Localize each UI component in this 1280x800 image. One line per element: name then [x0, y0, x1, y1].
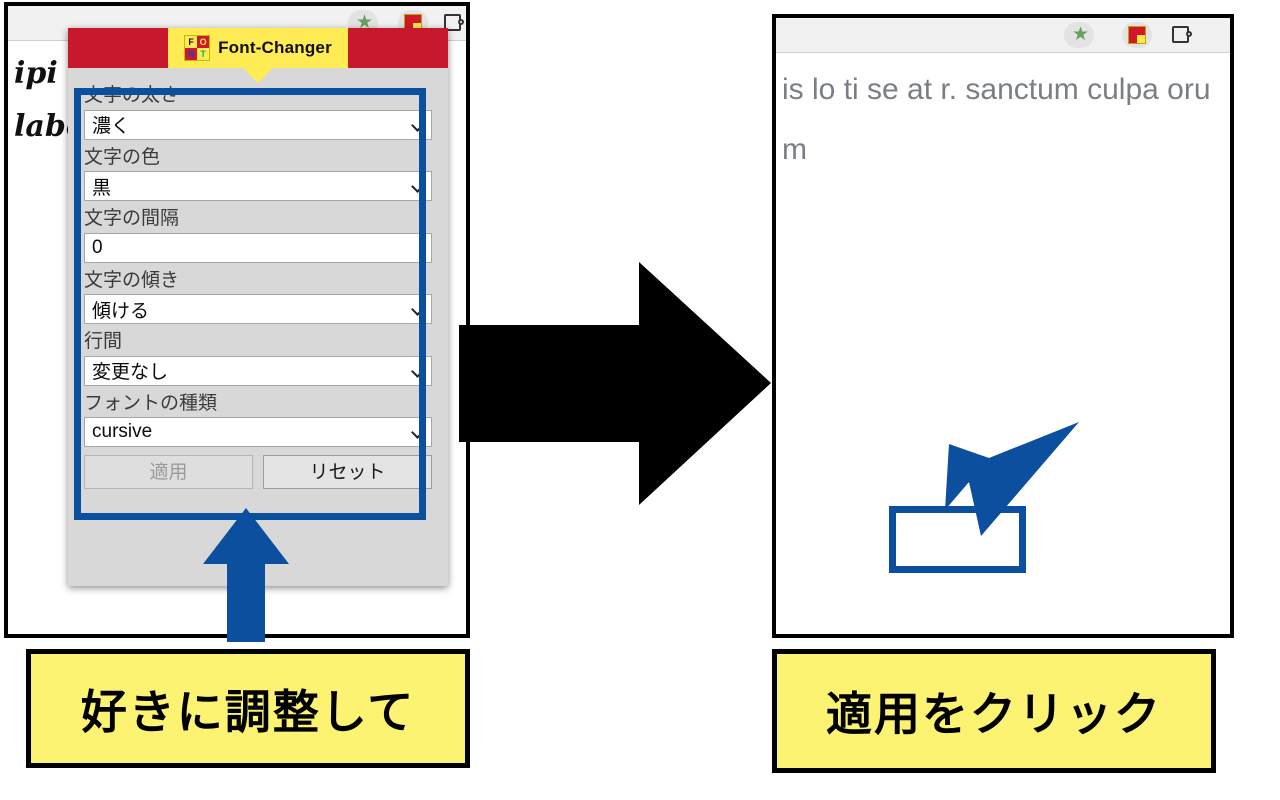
font-changer-extension-icon[interactable]	[404, 14, 422, 32]
font-changer-popup-left: F O N T Font-Changer 文字の太さ 濃く 文字の色 黒 文字の…	[68, 28, 448, 586]
highlight-box-apply-button	[889, 506, 1026, 573]
field-label-line-height: 行間	[84, 331, 123, 353]
annotation-arrow-down-left	[945, 422, 1079, 536]
select-font-slant[interactable]: 傾ける	[84, 294, 432, 325]
field-font-family: フォントの種類 cursive	[84, 390, 432, 448]
extensions-puzzle-icon-right[interactable]	[1172, 26, 1192, 43]
annotation-arrow-up	[203, 508, 289, 642]
field-letter-spacing: 文字の間隔 0	[84, 205, 432, 263]
input-letter-spacing[interactable]: 0	[84, 232, 432, 263]
field-font-color: 文字の色 黒	[84, 144, 432, 202]
step-apply-screenshot: ★ is lo ti se at r. sanctum culpa orum F…	[772, 14, 1234, 638]
highlight-box-settings-area	[74, 88, 426, 520]
step-adjust-screenshot: ★ ipi e e rer o o lup iat ler t laborum.…	[4, 2, 470, 638]
logo-cell-t: T	[197, 48, 210, 60]
field-font-weight: 文字の太さ 濃く	[84, 82, 432, 140]
bookmark-button-right[interactable]	[1064, 22, 1094, 48]
field-font-slant: 文字の傾き 傾ける	[84, 267, 432, 325]
font-changer-logo-icon: F O N T	[184, 35, 211, 61]
font-changer-extension-icon-right[interactable]	[1128, 26, 1146, 44]
caption-step-adjust: 好きに調整して	[26, 649, 470, 768]
field-label-font-family: フォントの種類	[84, 392, 218, 414]
field-label-font-slant: 文字の傾き	[84, 269, 180, 291]
field-label-letter-spacing: 文字の間隔	[84, 208, 180, 230]
popup-title: Font-Changer	[218, 38, 332, 57]
select-font-weight[interactable]: 濃く	[84, 109, 432, 140]
transition-arrow-right	[459, 262, 771, 505]
popup-button-row-left: 適用 リセット	[84, 455, 432, 490]
popup-header-left: F O N T Font-Changer	[68, 28, 448, 68]
select-line-height[interactable]: 変更なし	[84, 355, 432, 386]
logo-cell-f: F	[185, 36, 198, 48]
popup-title-tab: F O N T Font-Changer	[168, 28, 348, 68]
field-label-font-color: 文字の色	[84, 146, 161, 168]
caption-text-left: 好きに調整して	[80, 684, 416, 739]
logo-cell-o: O	[197, 36, 210, 48]
field-line-height: 行間 変更なし	[84, 328, 432, 386]
select-font-color[interactable]: 黒	[84, 171, 432, 202]
select-font-family[interactable]: cursive	[84, 417, 432, 448]
caption-step-apply: 適用をクリック	[772, 649, 1216, 773]
star-icon-right[interactable]: ★	[1072, 24, 1090, 45]
reset-button[interactable]: リセット	[263, 455, 432, 490]
extensions-puzzle-icon[interactable]	[444, 14, 464, 31]
caption-text-right: 適用をクリック	[826, 687, 1162, 741]
logo-cell-n: N	[185, 48, 198, 60]
star-icon[interactable]: ★	[356, 12, 374, 33]
apply-button[interactable]: 適用	[84, 455, 253, 490]
popup-body-left: 文字の太さ 濃く 文字の色 黒 文字の間隔 0 文字の傾き 傾ける 行間 変更な…	[68, 68, 448, 499]
page-body-text-right: is lo ti se at r. sanctum culpa orum	[782, 73, 1211, 166]
browser-toolbar-right: ★	[776, 18, 1230, 53]
